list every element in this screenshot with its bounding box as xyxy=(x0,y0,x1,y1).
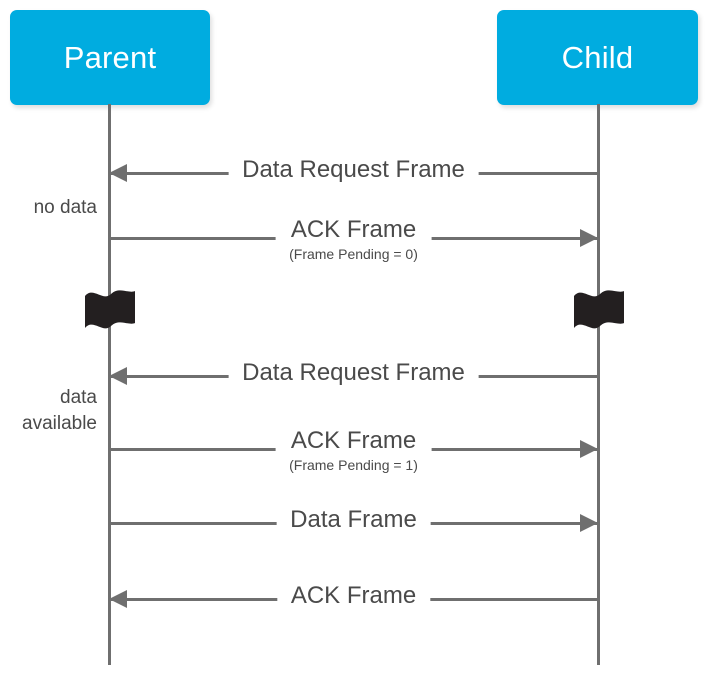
flag-icon xyxy=(572,288,626,334)
arrowhead-left-icon xyxy=(109,590,127,608)
message-label-primary: ACK Frame xyxy=(290,427,417,454)
arrowhead-right-icon xyxy=(580,514,598,532)
arrowhead-right-icon xyxy=(580,440,598,458)
message-label: ACK Frame (Frame Pending = 1) xyxy=(275,426,432,474)
message-label-primary: Data Frame xyxy=(290,506,417,533)
message-label: Data Frame xyxy=(276,505,431,535)
lifeline-child xyxy=(597,104,600,665)
message-label: Data Request Frame xyxy=(228,155,479,185)
message-label-primary: ACK Frame xyxy=(290,582,417,609)
message-label-primary: ACK Frame xyxy=(290,216,417,243)
participant-box-parent: Parent xyxy=(10,10,210,105)
message-label-primary: Data Request Frame xyxy=(242,359,465,386)
participant-label-child: Child xyxy=(561,40,634,75)
message-label: ACK Frame (Frame Pending = 0) xyxy=(275,215,432,263)
message-label-secondary: (Frame Pending = 1) xyxy=(289,457,418,473)
flag-icon xyxy=(83,288,137,334)
annotation-data-available: data available xyxy=(22,387,97,434)
message-label-primary: Data Request Frame xyxy=(242,156,465,183)
participant-label-parent: Parent xyxy=(63,40,157,75)
message-label-secondary: (Frame Pending = 0) xyxy=(289,246,418,262)
arrowhead-right-icon xyxy=(580,229,598,247)
message-label: Data Request Frame xyxy=(228,358,479,388)
arrowhead-left-icon xyxy=(109,367,127,385)
message-label: ACK Frame xyxy=(276,581,431,611)
participant-box-child: Child xyxy=(497,10,698,105)
arrowhead-left-icon xyxy=(109,164,127,182)
annotation-no-data: no data xyxy=(33,197,97,218)
